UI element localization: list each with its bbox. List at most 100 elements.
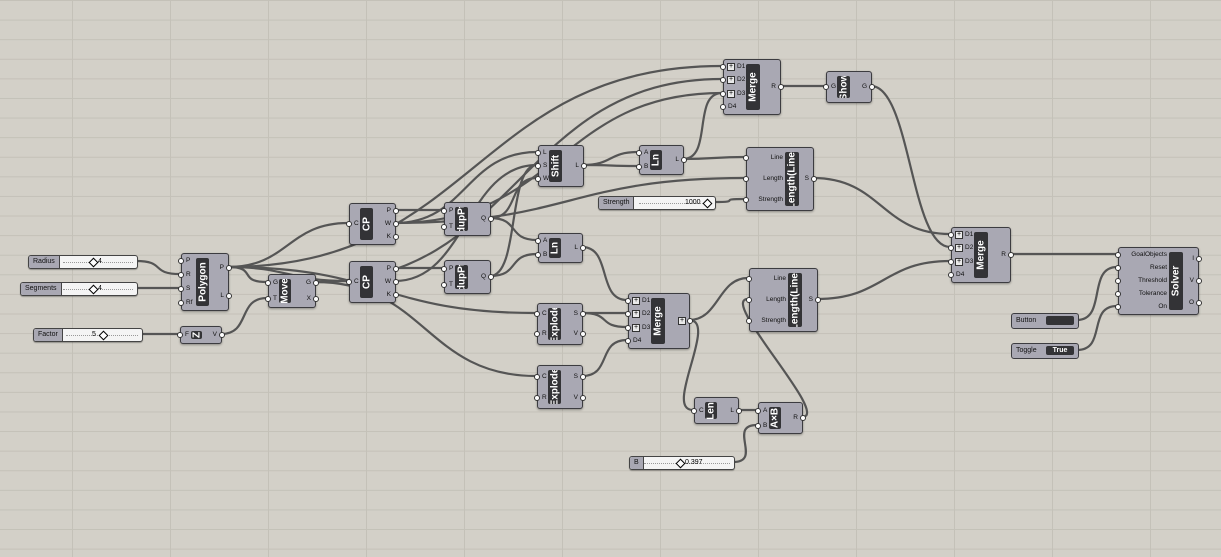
output-grip[interactable] xyxy=(811,176,817,182)
slider-knob[interactable] xyxy=(88,284,99,295)
add-param-icon[interactable]: + xyxy=(632,310,640,318)
output-grip[interactable] xyxy=(681,157,687,163)
button-component[interactable]: Button xyxy=(1011,313,1079,329)
input-grip[interactable] xyxy=(535,163,541,169)
output-grip[interactable] xyxy=(687,318,693,324)
output-grip[interactable] xyxy=(393,266,399,272)
output-grip[interactable] xyxy=(313,296,319,302)
input-grip[interactable] xyxy=(636,164,642,170)
input-grip[interactable] xyxy=(948,232,954,238)
input-grip[interactable] xyxy=(441,224,447,230)
output-grip[interactable] xyxy=(1196,300,1202,306)
output-grip[interactable] xyxy=(580,311,586,317)
input-grip[interactable] xyxy=(265,280,271,286)
input-grip[interactable] xyxy=(743,197,749,203)
input-grip[interactable] xyxy=(743,176,749,182)
add-param-icon[interactable]: + xyxy=(955,244,963,252)
output-grip[interactable] xyxy=(815,297,821,303)
input-grip[interactable] xyxy=(691,408,697,414)
output-grip[interactable] xyxy=(393,279,399,285)
toggle-component[interactable]: Toggle True xyxy=(1011,343,1079,359)
input-grip[interactable] xyxy=(720,64,726,70)
input-grip[interactable] xyxy=(1115,304,1121,310)
output-grip[interactable] xyxy=(393,221,399,227)
input-grip[interactable] xyxy=(535,176,541,182)
input-grip[interactable] xyxy=(625,338,631,344)
output-grip[interactable] xyxy=(580,331,586,337)
add-param-icon[interactable]: + xyxy=(678,317,686,325)
output-grip[interactable] xyxy=(581,163,587,169)
input-grip[interactable] xyxy=(1115,252,1121,258)
output-grip[interactable] xyxy=(488,274,494,280)
output-grip[interactable] xyxy=(219,332,225,338)
output-grip[interactable] xyxy=(580,395,586,401)
output-grip[interactable] xyxy=(226,293,232,299)
input-grip[interactable] xyxy=(1115,291,1121,297)
input-grip[interactable] xyxy=(441,208,447,214)
input-grip[interactable] xyxy=(746,318,752,324)
input-grip[interactable] xyxy=(755,408,761,414)
b-slider[interactable]: B 0.397 xyxy=(629,456,735,470)
add-param-icon[interactable]: + xyxy=(727,63,735,71)
input-grip[interactable] xyxy=(535,238,541,244)
add-param-icon[interactable]: + xyxy=(955,231,963,239)
input-grip[interactable] xyxy=(823,84,829,90)
input-grip[interactable] xyxy=(948,272,954,278)
output-grip[interactable] xyxy=(1196,256,1202,262)
output-grip[interactable] xyxy=(313,280,319,286)
input-grip[interactable] xyxy=(441,266,447,272)
input-grip[interactable] xyxy=(948,259,954,265)
slider-knob[interactable] xyxy=(98,330,109,341)
input-grip[interactable] xyxy=(746,276,752,282)
input-grip[interactable] xyxy=(178,300,184,306)
add-param-icon[interactable]: + xyxy=(727,76,735,84)
slider-knob[interactable] xyxy=(702,198,713,209)
input-grip[interactable] xyxy=(625,298,631,304)
input-grip[interactable] xyxy=(178,258,184,264)
output-grip[interactable] xyxy=(488,216,494,222)
input-grip[interactable] xyxy=(746,297,752,303)
add-param-icon[interactable]: + xyxy=(632,324,640,332)
output-grip[interactable] xyxy=(800,415,806,421)
input-grip[interactable] xyxy=(534,374,540,380)
input-grip[interactable] xyxy=(1115,265,1121,271)
output-grip[interactable] xyxy=(1196,278,1202,284)
input-grip[interactable] xyxy=(1115,278,1121,284)
input-grip[interactable] xyxy=(948,245,954,251)
output-grip[interactable] xyxy=(1008,252,1014,258)
output-grip[interactable] xyxy=(580,245,586,251)
input-grip[interactable] xyxy=(535,252,541,258)
input-grip[interactable] xyxy=(534,331,540,337)
output-grip[interactable] xyxy=(869,84,875,90)
output-grip[interactable] xyxy=(580,374,586,380)
input-grip[interactable] xyxy=(720,91,726,97)
output-grip[interactable] xyxy=(778,84,784,90)
input-grip[interactable] xyxy=(625,311,631,317)
add-param-icon[interactable]: + xyxy=(632,297,640,305)
button-face[interactable] xyxy=(1046,316,1074,325)
input-grip[interactable] xyxy=(720,77,726,83)
input-grip[interactable] xyxy=(534,311,540,317)
input-grip[interactable] xyxy=(535,150,541,156)
strength-slider[interactable]: Strength 1000 xyxy=(598,196,716,210)
add-param-icon[interactable]: + xyxy=(727,90,735,98)
input-grip[interactable] xyxy=(636,150,642,156)
